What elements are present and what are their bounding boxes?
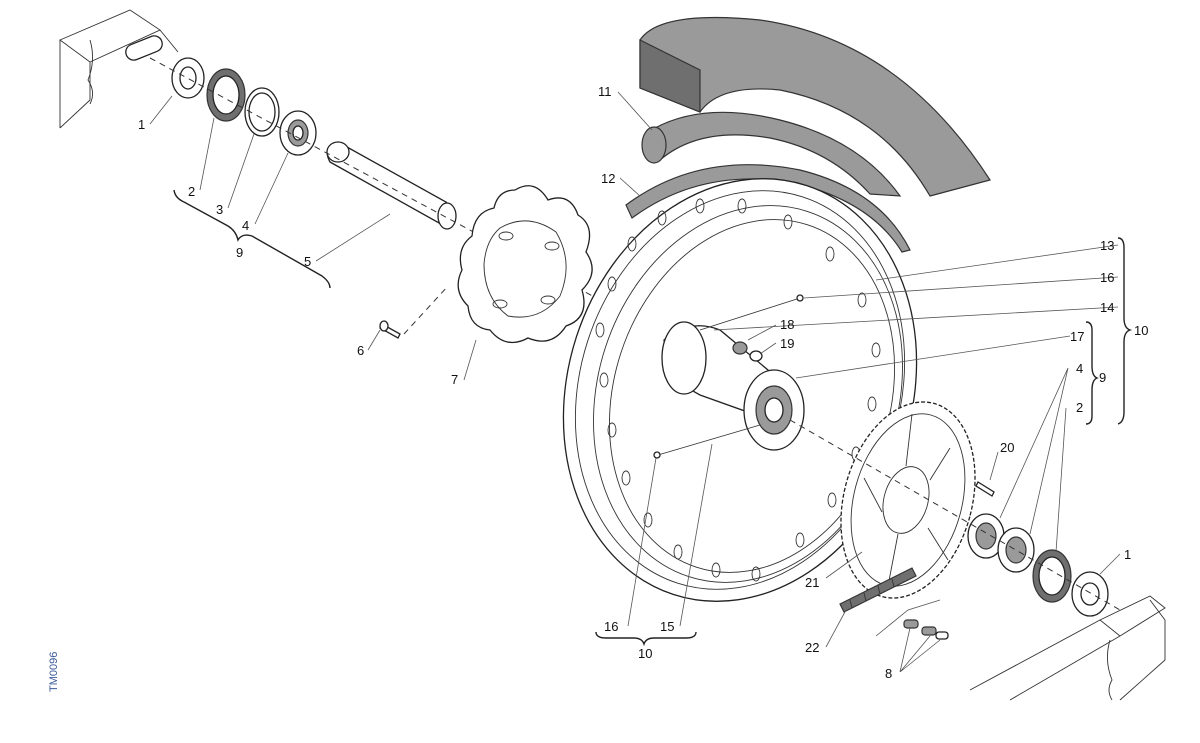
part-5-spacer-tube: [326, 141, 457, 230]
part-2-seal-right: [1032, 549, 1072, 603]
label-2-right: 2: [1076, 400, 1083, 415]
label-18: 18: [780, 317, 794, 332]
label-17: 17: [1070, 329, 1084, 344]
part-1-spacer-left: [171, 57, 205, 99]
label-10: 10: [1134, 323, 1148, 338]
part-15-spoke: [657, 424, 761, 456]
label-4: 4: [242, 218, 249, 233]
brace-10-right: [1117, 237, 1133, 425]
part-7-brake-disc: [457, 185, 593, 344]
part-16-nipple-lower: [653, 451, 661, 459]
leader-lines: [149, 91, 1121, 673]
label-7: 7: [451, 372, 458, 387]
brace-9-right: [1085, 321, 1099, 425]
label-16-bottom: 16: [604, 619, 618, 634]
brace-9-left: [173, 189, 331, 289]
label-21: 21: [805, 575, 819, 590]
hub: [661, 321, 805, 451]
part-16-nipple-upper: [796, 294, 804, 302]
label-1-right: 1: [1124, 547, 1131, 562]
label-9-right: 9: [1099, 370, 1106, 385]
label-10-bottom: 10: [638, 646, 652, 661]
label-15: 15: [660, 619, 674, 634]
label-2: 2: [188, 184, 195, 199]
axis-line-right: [789, 419, 1121, 611]
label-12: 12: [601, 171, 615, 186]
part-22-chain: [839, 567, 917, 613]
part-4-bearing-right-b: [997, 527, 1035, 573]
label-5: 5: [304, 254, 311, 269]
label-11: 11: [598, 84, 612, 99]
part-12-rim-band: [625, 164, 911, 253]
part-1-spacer-right: [1071, 571, 1109, 617]
part-21-sprocket: [840, 401, 976, 599]
brace-10-bottom: [595, 631, 697, 647]
part-8-chain-link: [903, 619, 949, 640]
label-13: 13: [1100, 238, 1114, 253]
label-16: 16: [1100, 270, 1114, 285]
label-22: 22: [805, 640, 819, 655]
label-20: 20: [1000, 440, 1014, 455]
part-4-bearing-left: [279, 110, 317, 156]
part-11-tyre: [639, 16, 991, 197]
part-2-seal-left: [206, 68, 246, 122]
right-swingarm: [969, 595, 1166, 701]
label-9: 9: [236, 245, 243, 260]
label-14: 14: [1100, 300, 1114, 315]
left-swingarm: [59, 9, 179, 129]
axis-line-left: [149, 57, 601, 301]
label-3: 3: [216, 202, 223, 217]
part-20-sprocket-screw: [975, 481, 995, 497]
drawing-code: TM0096: [48, 652, 60, 692]
part-19-washer: [749, 350, 763, 362]
label-19: 19: [780, 336, 794, 351]
part-18-nut: [732, 341, 748, 355]
spoke-upper: [699, 297, 801, 331]
label-6: 6: [357, 343, 364, 358]
label-1: 1: [138, 117, 145, 132]
label-8: 8: [885, 666, 892, 681]
label-4-right: 4: [1076, 361, 1083, 376]
part-6-disc-screw: [379, 285, 449, 339]
